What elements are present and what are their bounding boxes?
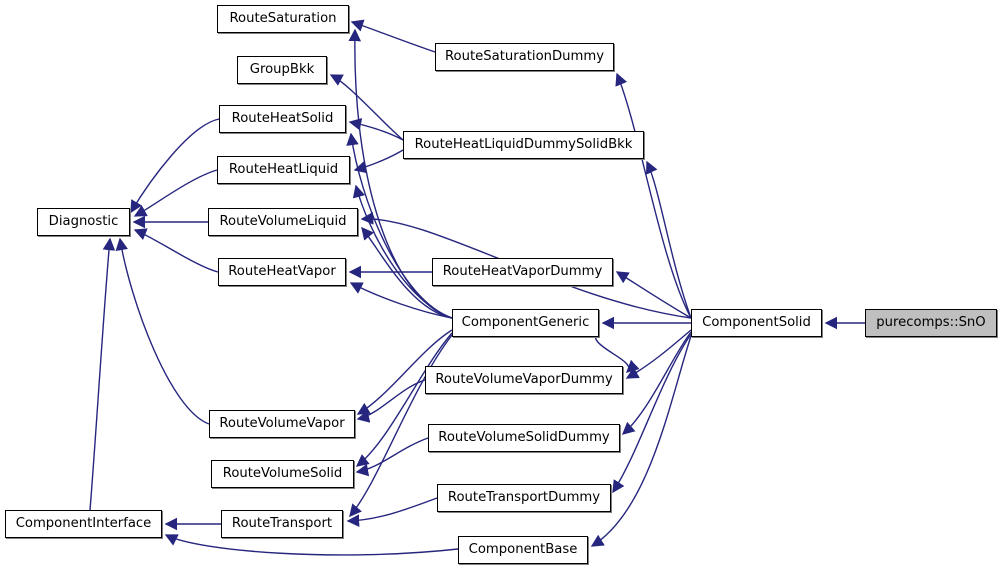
class-node-label: RouteSaturationDummy [444,49,605,65]
inheritance-edge [133,169,218,217]
class-node-routesaturationdummy[interactable]: RouteSaturationDummy [435,43,614,71]
inheritance-edge [89,237,116,511]
class-node-label: RouteVolumeSolidDummy [438,430,610,446]
class-node-label: GroupBkk [249,62,315,78]
class-node-routeheatliquid[interactable]: RouteHeatLiquid [217,156,350,184]
class-node-diagnostic[interactable]: Diagnostic [37,208,130,236]
class-node-label: purecomps::SnO [876,315,986,331]
inheritance-edge [164,534,459,556]
class-node-label: RouteVolumeVaporDummy [435,372,613,388]
class-node-label: RouteTransportDummy [447,490,601,506]
class-node-routetransportdummy[interactable]: RouteTransportDummy [437,484,611,512]
class-node-componentbase[interactable]: ComponentBase [458,536,588,564]
inheritance-edge [590,335,692,547]
class-node-label: RouteHeatSolid [231,111,334,127]
class-node-routeheatsolid[interactable]: RouteHeatSolid [219,105,346,133]
inheritance-edge [615,72,692,319]
class-node-routevolumevapordummy[interactable]: RouteVolumeVaporDummy [425,366,623,394]
inheritance-edge [346,497,438,527]
inheritance-edge [130,118,220,214]
class-node-routetransport[interactable]: RouteTransport [221,510,343,538]
inheritance-edge [361,226,453,319]
inheritance-edge [615,271,692,319]
class-node-routeheatliquiddummysolidbkk[interactable]: RouteHeatLiquidDummySolidBkk [403,131,644,159]
inheritance-edge [133,228,219,273]
class-node-label: RouteVolumeLiquid [219,214,347,230]
class-node-componentsolid[interactable]: ComponentSolid [691,309,822,337]
class-node-label: RouteHeatLiquid [228,162,339,178]
inheritance-edge [621,331,692,435]
inheritance-edge [350,19,436,53]
inheritance-edge [625,329,692,379]
inheritance-edge [349,334,453,518]
inheritance-edge [352,184,453,319]
class-node-label: RouteVolumeVapor [219,416,345,432]
inheritance-edge [115,237,210,425]
class-node-routevolumesolid[interactable]: RouteVolumeSolid [211,460,354,488]
class-node-routeheatvapor[interactable]: RouteHeatVapor [218,258,346,286]
inheritance-edge [355,332,453,467]
class-node-routevolumeliquid[interactable]: RouteVolumeLiquid [208,208,358,236]
class-node-label: ComponentBase [468,542,578,558]
class-node-routevolumesoliddummy[interactable]: RouteVolumeSolidDummy [428,424,620,452]
class-node-label: RouteHeatVaporDummy [442,264,603,280]
inheritance-edge [645,160,692,319]
class-node-label: RouteTransport [231,516,333,532]
class-node-label: ComponentGeneric [461,315,590,331]
class-node-componentgeneric[interactable]: ComponentGeneric [452,309,599,337]
inheritance-edge [612,333,692,494]
class-node-routesaturation[interactable]: RouteSaturation [217,5,349,33]
inheritance-edge [349,282,453,319]
inheritance-edge [355,437,429,477]
class-node-label: RouteHeatLiquidDummySolidBkk [414,137,633,153]
class-node-label: Diagnostic [48,214,119,230]
class-node-label: RouteHeatVapor [228,264,336,280]
inheritance-edge [329,74,404,141]
inheritance-edge [348,118,404,141]
inheritance-edge [353,149,404,174]
class-node-groupbkk[interactable]: GroupBkk [237,56,327,84]
class-node-routevolumevapor[interactable]: RouteVolumeVapor [209,410,355,438]
inheritance-edge [356,329,453,415]
class-node-label: RouteVolumeSolid [222,466,343,482]
class-node-label: ComponentSolid [702,315,811,331]
class-node-label: RouteSaturation [229,11,337,27]
class-node-purecomps-sno[interactable]: purecomps::SnO [865,309,997,337]
class-node-label: ComponentInterface [15,516,152,532]
class-node-componentinterface[interactable]: ComponentInterface [5,510,162,538]
class-node-routeheatvapordummy[interactable]: RouteHeatVaporDummy [432,258,613,286]
